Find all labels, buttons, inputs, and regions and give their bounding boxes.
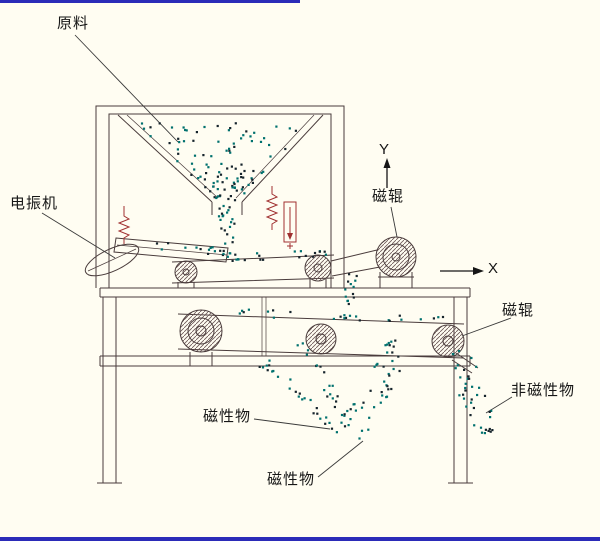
coordinate-axes xyxy=(383,158,484,275)
label-vibrator: 电振机 xyxy=(10,195,59,212)
leader-lines xyxy=(41,34,513,478)
material-particles xyxy=(140,122,494,440)
magnetic-roller-top xyxy=(374,236,420,289)
label-non-magnetic: 非磁性物 xyxy=(511,382,576,399)
bottom-blue-line xyxy=(0,537,600,541)
label-magnetic-roller-top: 磁辊 xyxy=(372,188,405,205)
top-blue-line xyxy=(0,0,300,3)
level-indicator xyxy=(283,201,297,249)
label-raw-material: 原料 xyxy=(57,15,90,32)
label-axis-x: X xyxy=(488,260,499,277)
feeder-springs xyxy=(117,186,279,244)
magnetic-roller-right-circle xyxy=(431,324,465,358)
table-frame xyxy=(97,287,473,484)
label-axis-y: Y xyxy=(379,141,390,158)
label-magnetic-bottom: 磁性物 xyxy=(267,471,316,488)
vibrating-feeder xyxy=(84,237,229,277)
upper-conveyor xyxy=(171,249,381,289)
label-magnetic-left: 磁性物 xyxy=(203,408,252,425)
label-magnetic-roller-right: 磁辊 xyxy=(502,302,535,319)
lower-conveyor xyxy=(177,309,479,374)
